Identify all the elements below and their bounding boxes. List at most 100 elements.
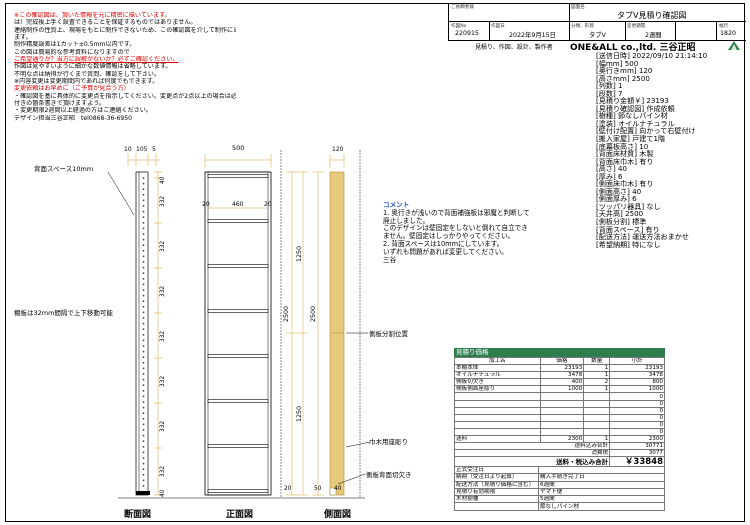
shelf-pitch-label: 棚板は32mm間隔で上下移動可能 <box>14 309 113 317</box>
section-view-drawing <box>107 153 162 496</box>
dowel-hole <box>142 300 145 303</box>
drawing-no: 220915 <box>455 30 480 37</box>
dowel-hole <box>142 216 145 219</box>
price-cell <box>583 420 611 429</box>
price-cell: 0 <box>609 420 665 429</box>
note-line: ・変更期限2週間以上経過の方はご連絡ください。 <box>14 107 152 115</box>
dowel-hole <box>142 311 145 314</box>
price-cell <box>454 399 541 408</box>
dowel-hole <box>142 272 145 275</box>
side-view-drawing <box>312 154 371 496</box>
price-header-cell: 加工名 <box>454 356 541 366</box>
order-info-cell: ヤマト便 <box>537 487 666 497</box>
spec-line: [見積り確認図] 作成依頼 <box>596 104 675 113</box>
spec-line: [壁付け配置] 向かって右壁付け <box>596 127 696 136</box>
comment-line: 2. 背面スペースは10mmにしています。 <box>383 239 504 248</box>
order-info-cell: 配送方法（見積り価格に含む） <box>454 480 539 489</box>
price-cell <box>454 420 541 429</box>
spec-line: [ツッパリ器具] なし <box>596 202 661 211</box>
dowel-hole <box>142 361 145 364</box>
order-info-cell <box>454 502 539 511</box>
price-cell: 2300 <box>539 435 585 444</box>
price-cell: 0 <box>609 413 665 422</box>
comment-line: 三谷 <box>383 255 397 264</box>
spec-line: [段数] 7 <box>596 89 623 98</box>
dowel-hole <box>142 440 145 443</box>
company-name: ONE&ALL co.,ltd. 三谷正昭 <box>570 43 696 53</box>
note-line: ※この確認図は、頂いた情報を元に精密に描いています。 <box>14 12 171 19</box>
dowel-hole <box>142 485 145 487</box>
dim-section-height: 332 <box>160 285 166 297</box>
spec-line: [底幕板高さ] 10 <box>596 142 649 151</box>
dim-section-height: 40 <box>160 176 166 184</box>
category-label: 分類、形態 <box>571 24 594 29</box>
dim-side-40: 40 <box>334 486 342 492</box>
order-info-row: 正式受注日 <box>454 465 666 475</box>
dowel-hole <box>142 345 145 347</box>
dowel-hole <box>142 294 145 297</box>
dowel-hole <box>142 406 145 409</box>
category: タブV <box>589 32 606 39</box>
order-info-cell: 見積り有効期限 <box>454 487 539 497</box>
dim-section-height: 332 <box>160 420 166 432</box>
spec-list: [送信日時] 2022/09/10 21:14:10[幅mm] 500[奥行きm… <box>596 52 741 248</box>
price-cell <box>583 413 611 422</box>
maker-line: 見積り、作図、設計、製作者 <box>475 44 553 51</box>
price-row: 0 <box>454 399 665 408</box>
subtotal-value: 30771 <box>609 442 665 451</box>
price-cell <box>583 406 611 415</box>
price-row: 0 <box>454 427 665 437</box>
dowel-hole <box>142 261 145 263</box>
note-line: デザイン担当三谷正昭 tel0868-36-6950 <box>14 114 133 122</box>
dim-section-height: 332 <box>160 240 166 252</box>
spec-line: [列数] 1 <box>596 82 623 90</box>
drawing-name: タブV見積り確認図 <box>617 11 687 20</box>
order-info-cell: 木材樹種 <box>454 495 539 504</box>
dowel-hole <box>142 227 145 230</box>
split-position-label: 側板分割位置 <box>369 330 408 338</box>
price-cell: 1 <box>583 371 611 380</box>
price-cell: 1000 <box>609 385 665 394</box>
shelf-board <box>207 354 269 358</box>
price-cell: 3478 <box>539 371 585 380</box>
shelf-board <box>207 264 269 268</box>
price-cell <box>454 427 541 437</box>
dowel-hole <box>142 367 145 370</box>
tax-label: 消費税 <box>453 449 611 458</box>
section-view-label: 断面図 <box>124 510 152 520</box>
comment-line: 廃止しました。 <box>383 216 430 225</box>
order-info-row: 配送方法（見積り価格に含む）6週間 <box>454 480 666 489</box>
dowel-hole <box>142 283 145 286</box>
width-label: 幅尺 <box>719 24 729 29</box>
note-line: 不明な点は納得が行くまで質問、確認をして下さい。 <box>14 70 161 78</box>
period: 2週間 <box>645 32 662 39</box>
note-line: ご希望通りか？当方に誤解がないか？必ずご確認ください。 <box>14 56 179 64</box>
order-info-row: 節なしパイン材 <box>454 502 666 511</box>
dowel-hole <box>142 305 145 308</box>
spec-line: [高さmm] 2500 <box>596 74 650 83</box>
dim-front-bottom: 20 <box>284 486 292 492</box>
price-row: 0 <box>454 392 665 401</box>
price-cell: 1000 <box>539 385 585 394</box>
order-info-table: 正式受注日納期（受注日より起算）購入手続き完了日配送方法（見積り価格に含む）6週… <box>454 465 666 511</box>
dowel-hole <box>142 479 145 482</box>
dowel-hole <box>142 233 145 235</box>
note-line: この図は簡易的な参考資料になりますので <box>14 48 130 56</box>
dim-front-side-left: 20 <box>202 201 210 208</box>
dim-section-105: 105 <box>136 146 148 153</box>
price-cell <box>583 399 611 408</box>
width-value: 1820 <box>720 30 737 37</box>
dowel-hole <box>142 289 145 291</box>
notes-block: ※この確認図は、頂いた情報を元に精密に描いています。は）完成後上手く設置できるこ… <box>14 12 236 122</box>
price-header-cell: 価格 <box>539 356 585 366</box>
price-cell: 側板切欠き <box>454 378 541 387</box>
note-line: 制作精度誤差は1カット±0.5mm以内です。 <box>14 41 136 49</box>
spec-line: [側面厚み] 6 <box>596 195 637 203</box>
dowel-hole <box>142 266 145 269</box>
dowel-hole <box>142 451 145 454</box>
note-line: 作図は見やすいように細かな数値情報は省略しています。 <box>14 63 172 71</box>
price-cell: 0 <box>609 427 665 437</box>
